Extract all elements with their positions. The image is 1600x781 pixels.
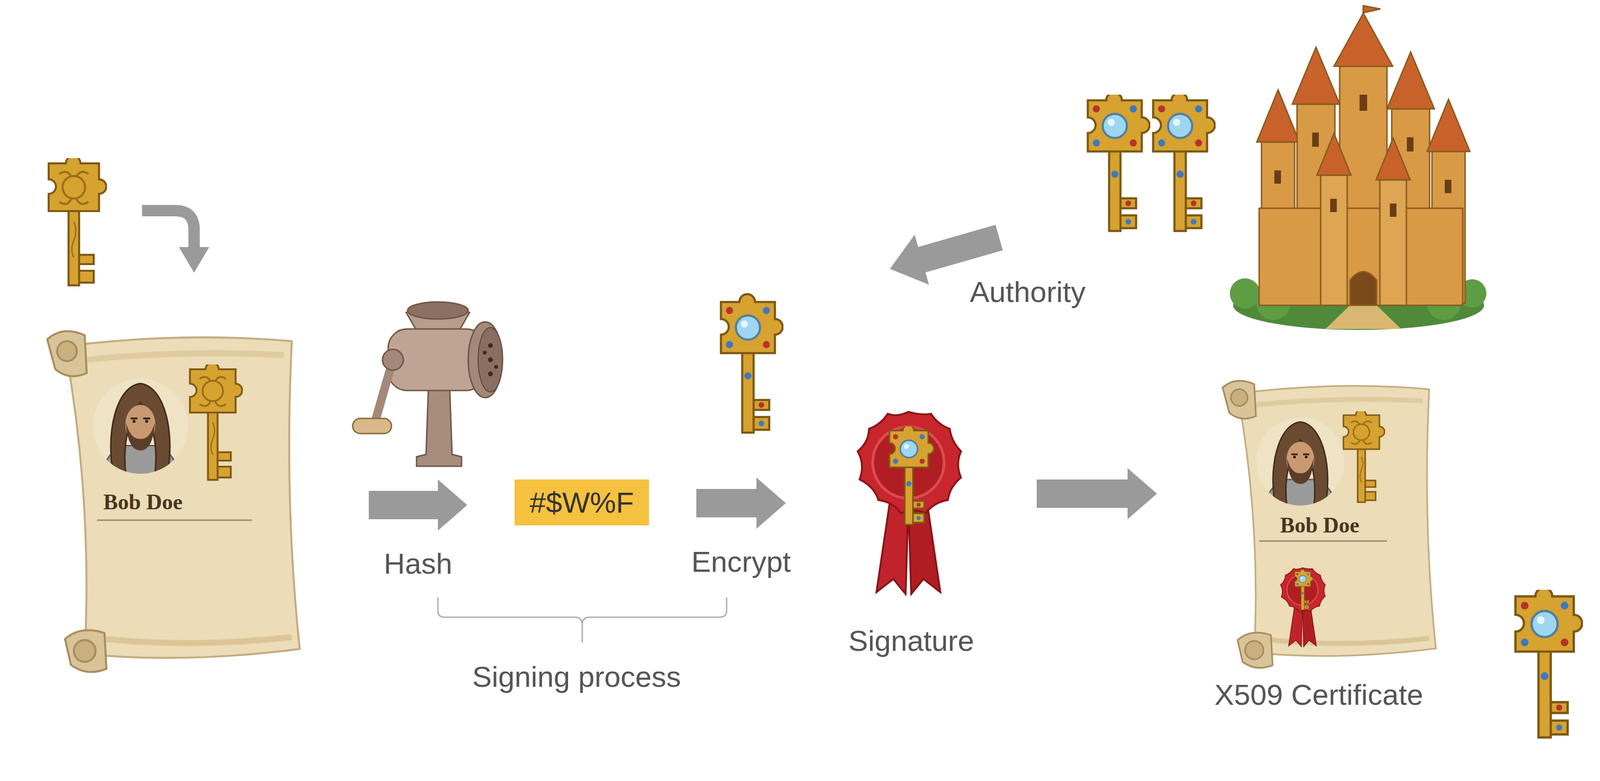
public-key: [1515, 587, 1583, 738]
node-caption: X509 Certificate: [1214, 677, 1423, 712]
flow-arrow: [1036, 468, 1157, 520]
curved-arrow: [142, 210, 210, 273]
hash-value: #$W%F: [529, 485, 634, 520]
bracket-label: Signing process: [469, 659, 684, 694]
edge-label: Encrypt: [688, 544, 794, 579]
bracket: [437, 597, 727, 643]
identity-scroll: Bob Doe: [25, 321, 322, 679]
public-key: [48, 156, 107, 286]
certificate: Bob DoeX509 Certificate: [1204, 372, 1455, 719]
person-name: Bob Doe: [1280, 513, 1360, 539]
person-name: Bob Doe: [103, 489, 183, 516]
node-caption: Signature: [848, 623, 974, 658]
authority-key: [1153, 92, 1216, 232]
signature-seal: Signature: [833, 408, 990, 664]
identity-scroll: [47, 331, 300, 673]
private-key: [720, 294, 783, 434]
flow-arrow: [696, 477, 786, 529]
authority-label: Authority: [967, 275, 1089, 309]
castle: [1229, 5, 1487, 330]
hash-box: #$W%F: [514, 479, 649, 526]
meat-grinder: [352, 302, 503, 467]
authority-key: [1087, 92, 1150, 232]
certificate-scroll: [1222, 380, 1437, 668]
edge-label: Hash: [381, 546, 456, 581]
flow-arrow: [368, 479, 468, 531]
wax-seal: [857, 411, 961, 595]
